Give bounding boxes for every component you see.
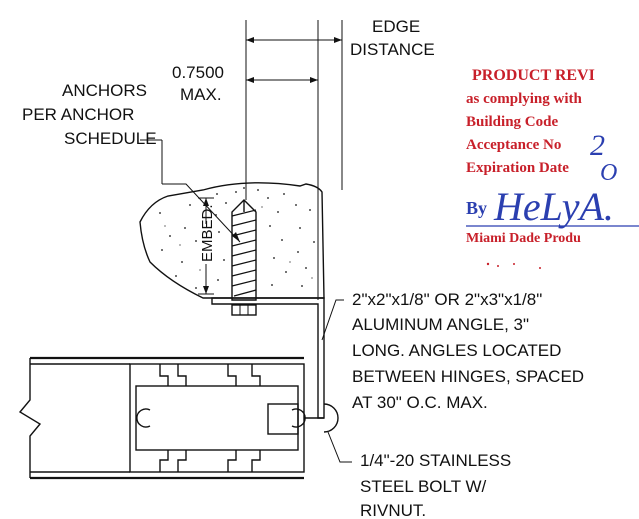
- edge-distance-line2: DISTANCE: [350, 40, 435, 59]
- stamp-by: By: [466, 198, 487, 218]
- break-line: [18, 358, 42, 478]
- anchors-line2: PER ANCHOR: [22, 105, 134, 124]
- angle-line1: 2"x2"x1/8" OR 2"x3"x1/8": [352, 290, 542, 309]
- angle-line5: AT 30" O.C. MAX.: [352, 393, 488, 412]
- reviewer-signature: HeLyA.: [493, 184, 614, 229]
- concrete-substrate: [139, 182, 325, 299]
- stamp-line4: Acceptance No: [466, 137, 561, 153]
- bolt-line2: STEEL BOLT W/: [360, 477, 487, 496]
- stamp-line5: Expiration Date: [466, 160, 569, 176]
- left-c-channel: [136, 408, 151, 428]
- dimension-max: MAX.: [180, 85, 222, 104]
- angle-leader: [321, 299, 344, 341]
- edge-distance-line1: EDGE: [372, 17, 420, 36]
- product-review-stamp: PRODUCT REVI as complying with Building …: [466, 67, 639, 269]
- screw-head: [231, 304, 257, 316]
- stamp-line2: as complying with: [466, 91, 583, 107]
- stamp-residue: [486, 262, 541, 269]
- screw-threads: [231, 209, 257, 297]
- text-labels: EDGE DISTANCE 0.7500 MAX. ANCHORS PER AN…: [22, 17, 584, 519]
- bolt-line1: 1/4"-20 STAINLESS: [360, 451, 511, 470]
- stamp-line1: PRODUCT REVI: [472, 67, 595, 84]
- rivnut-bolt-head: [323, 403, 339, 433]
- angle-line3: LONG. ANGLES LOCATED: [352, 341, 561, 360]
- embed-dimension: EMBED.: [198, 197, 216, 295]
- angle-line4: BETWEEN HINGES, SPACED: [352, 367, 584, 386]
- embed-label: EMBED.: [199, 204, 216, 262]
- anchors-line3: SCHEDULE: [64, 129, 157, 148]
- concrete-outline: [139, 182, 325, 299]
- concrete-stipple: [159, 187, 315, 289]
- anchors-leader: [162, 183, 241, 243]
- stamp-line6: Miami Dade Produ: [466, 231, 581, 246]
- anchor-screw: [231, 199, 257, 316]
- door-frame-extrusion: [18, 356, 339, 480]
- top-dimensions: [245, 20, 343, 300]
- bolt-line3: RIVNUT.: [360, 501, 426, 519]
- acceptance-handwritten: 2: [590, 129, 605, 162]
- anchors-line1: ANCHORS: [62, 81, 147, 100]
- leader-lines: [162, 183, 352, 463]
- stamp-line3: Building Code: [466, 114, 558, 130]
- bolt-leader: [327, 431, 352, 463]
- dimension-value: 0.7500: [172, 63, 224, 82]
- angle-line2: ALUMINUM ANGLE, 3": [352, 315, 529, 334]
- expiration-handwritten: O: [600, 160, 617, 186]
